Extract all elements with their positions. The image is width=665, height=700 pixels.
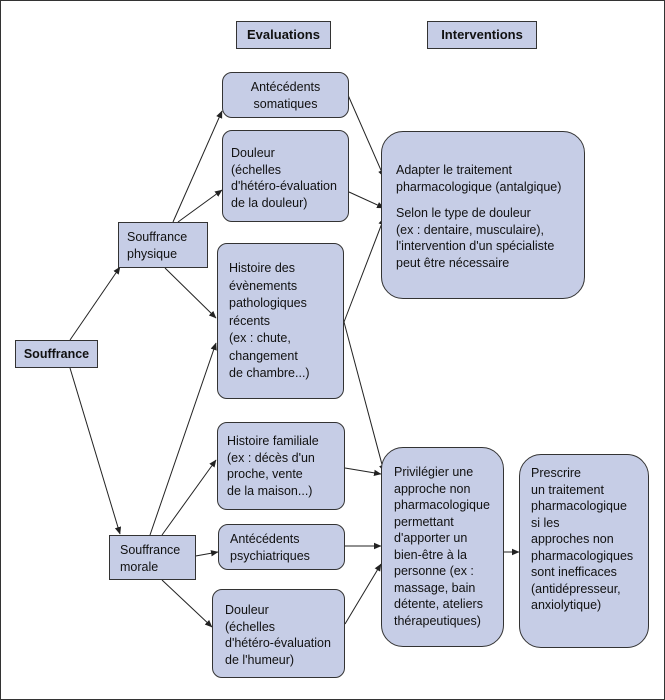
arrow-histoire-to-adapter: [343, 217, 385, 323]
arrow-souffrance-to-physique: [69, 266, 121, 341]
arrow-histoire-to-privilegier: [343, 321, 386, 473]
node-line: d'hétéro-évaluation: [231, 179, 337, 193]
arrow-antecedents-to-adapter: [347, 94, 385, 178]
node-line: proche, vente: [227, 467, 303, 481]
node-line: Histoire familiale: [227, 434, 319, 448]
arrow-douleur-humeur-to-privilegier: [344, 563, 382, 625]
node-prescrire-traitement: Prescrire un traitement pharmacologique …: [519, 454, 649, 648]
node-douleur-douleur: Douleur (échelles d'hétéro-évaluation de…: [222, 130, 349, 222]
node-privilegier-approche: Privilégier une approche non pharmacolog…: [381, 447, 504, 647]
arrow-morale-to-familiale: [161, 459, 217, 536]
node-line: (ex : chute,: [229, 331, 291, 345]
node-line: de l'humeur): [225, 652, 295, 667]
node-line: permettant: [394, 514, 454, 529]
node-line: Histoire des: [229, 261, 295, 275]
node-souffrance-morale: Souffrance morale: [109, 535, 196, 580]
node-souffrance-physique: Souffrance physique: [118, 222, 208, 268]
node-line: détente, ateliers: [394, 597, 483, 611]
node-line: pharmacologique: [531, 499, 627, 513]
node-line: pharmacologique (antalgique): [396, 179, 562, 194]
arrow-physique-to-antecedents: [172, 110, 223, 223]
node-antecedents-psychiatriques: Antécédents psychiatriques: [218, 524, 345, 570]
node-line: l'intervention d'un spécialiste: [396, 239, 555, 253]
node-line: de la maison...): [227, 483, 313, 498]
node-line: (antidépresseur,: [531, 581, 621, 596]
node-line: bien-être à la: [394, 547, 467, 562]
arrow-souffrance-to-morale: [69, 367, 122, 535]
node-line: massage, bain: [394, 580, 476, 595]
arrow-morale-to-histoire: [149, 342, 217, 536]
node-souffrance-label: Souffrance: [23, 347, 90, 361]
node-line: morale: [120, 559, 159, 574]
node-line: Souffrance: [120, 543, 181, 557]
node-line: de la douleur): [231, 195, 308, 210]
node-line: pharmacologique: [394, 498, 490, 512]
arrow-douleur-to-adapter: [348, 191, 385, 209]
node-line: Antécédents: [230, 532, 300, 546]
node-line: anxiolytique): [531, 598, 602, 612]
node-line: Prescrire: [531, 466, 582, 480]
node-line: (ex : décès d'un: [227, 450, 315, 465]
header-interventions: Interventions: [427, 21, 537, 49]
node-line: somatiques: [253, 96, 318, 111]
node-line: de chambre...): [229, 366, 310, 380]
node-douleur-humeur: Douleur (échelles d'hétéro-évaluation de…: [212, 589, 345, 678]
node-line: (échelles: [225, 619, 276, 634]
arrow-physique-to-douleur: [177, 189, 223, 223]
node-line: si les: [531, 515, 560, 530]
node-line: d'apporter un: [394, 531, 468, 545]
node-line: approches non: [531, 532, 614, 546]
node-antecedents-somatiques: Antécédents somatiques: [222, 72, 349, 118]
node-line: Douleur: [231, 146, 275, 160]
node-line: d'hétéro-évaluation: [225, 636, 331, 650]
node-line: Adapter le traitement: [396, 163, 513, 177]
node-histoire-evenements: Histoire des évènements pathologiques ré…: [217, 243, 344, 399]
node-line: Selon le type de douleur: [396, 206, 531, 220]
paragraph-gap: [396, 195, 584, 205]
node-souffrance: Souffrance: [15, 340, 98, 368]
node-line: un traitement: [531, 482, 604, 497]
node-line: Antécédents: [250, 80, 321, 94]
node-line: pharmacologiques: [531, 548, 634, 563]
node-line: pathologiques: [229, 296, 307, 310]
node-line: Douleur: [225, 603, 269, 617]
node-line: évènements: [229, 278, 298, 293]
node-line: Privilégier une: [394, 465, 474, 479]
arrow-physique-to-histoire: [164, 267, 217, 319]
node-line: récents: [229, 313, 270, 328]
node-line: personne (ex :: [394, 564, 474, 578]
node-adapter-traitement: Adapter le traitement pharmacologique (a…: [381, 131, 585, 299]
header-evaluations: Evaluations: [236, 21, 331, 49]
node-line: (échelles: [231, 162, 282, 177]
node-line: sont inefficaces: [531, 565, 617, 579]
node-line: peut être nécessaire: [396, 255, 510, 270]
arrow-familiale-to-privilegier: [344, 467, 382, 477]
node-histoire-familiale: Histoire familiale (ex : décès d'un proc…: [217, 422, 345, 510]
node-line: (ex : dentaire, musculaire),: [396, 222, 544, 237]
node-line: psychiatriques: [230, 548, 310, 563]
node-line: thérapeutiques): [394, 613, 481, 628]
node-line: approche non: [394, 481, 471, 496]
node-line: Souffrance: [127, 230, 188, 244]
node-line: changement: [229, 348, 298, 363]
node-line: physique: [127, 246, 178, 261]
arrow-morale-to-douleur-humeur: [161, 579, 213, 628]
